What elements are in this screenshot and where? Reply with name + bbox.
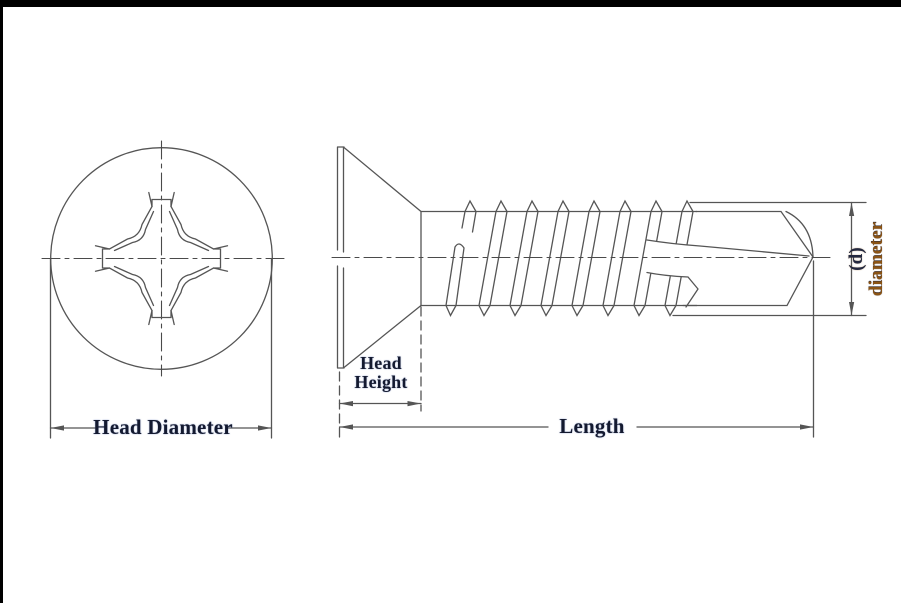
head-height-arrow-right: [407, 401, 421, 407]
head-diameter-extension-lines: [49, 258, 273, 439]
d-diameter-extension-lines: [672, 201, 867, 317]
head-height-label-line1: Head: [360, 353, 402, 373]
d-diameter-arrow-bottom: [849, 302, 855, 316]
d-label: (d): [846, 247, 867, 271]
flute-outline: [646, 239, 810, 308]
d-diameter-arrow-top: [849, 202, 855, 216]
top-border-bar: [0, 0, 901, 7]
length-label: Length: [559, 414, 625, 438]
drill-point-flank-curve: [785, 210, 814, 258]
side-view: [331, 146, 867, 438]
head-diameter-label: Head Diameter: [93, 415, 233, 439]
head-diameter-arrow-left: [50, 425, 64, 431]
thread-runout: [445, 243, 465, 317]
diameter-label: diameter: [866, 221, 887, 297]
thread-ridges: [461, 199, 694, 317]
head-diameter-arrow-right: [258, 425, 272, 431]
phillips-recess-inner: [113, 210, 210, 307]
length-arrow-left: [339, 424, 353, 430]
length-arrow-right: [800, 424, 814, 430]
phillips-corner-ticks: [94, 191, 229, 326]
left-border-bar: [0, 0, 3, 603]
d-diameter-label: (d) diameter: [846, 207, 889, 311]
head-cone-lines: [343, 146, 422, 369]
head-height-label: Head Height: [336, 354, 426, 392]
head-height-arrow-left: [339, 401, 353, 407]
front-view: [41, 140, 286, 439]
head-face-lines: [336, 146, 345, 369]
head-height-label-line2: Height: [354, 372, 408, 392]
